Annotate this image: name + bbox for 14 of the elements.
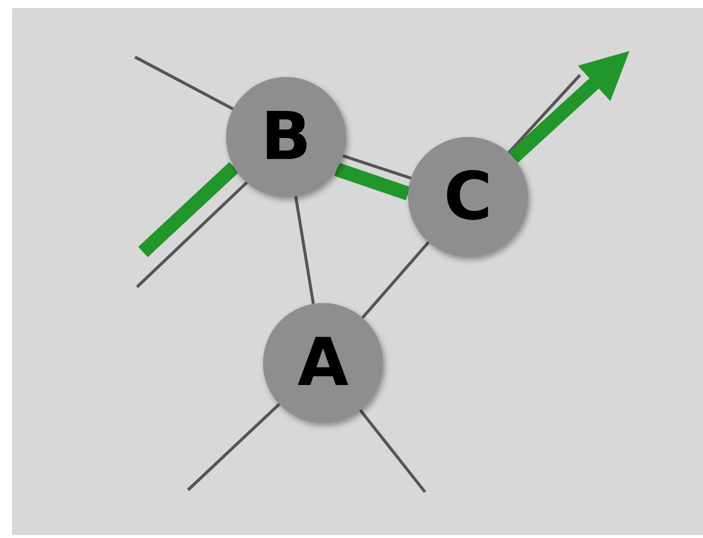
connector-line <box>134 56 234 110</box>
connector-line <box>359 409 426 493</box>
node-label: C <box>444 164 492 230</box>
connector-line <box>507 74 582 154</box>
connector-line <box>334 162 410 200</box>
node-label: A <box>297 330 349 396</box>
arrow <box>508 50 630 163</box>
connector-line <box>361 241 430 319</box>
connector-line <box>136 181 248 288</box>
connector-line <box>342 154 412 180</box>
node-label: B <box>260 104 312 170</box>
connector-line <box>138 162 239 258</box>
connector-line <box>186 403 280 492</box>
connector-line <box>294 196 315 304</box>
